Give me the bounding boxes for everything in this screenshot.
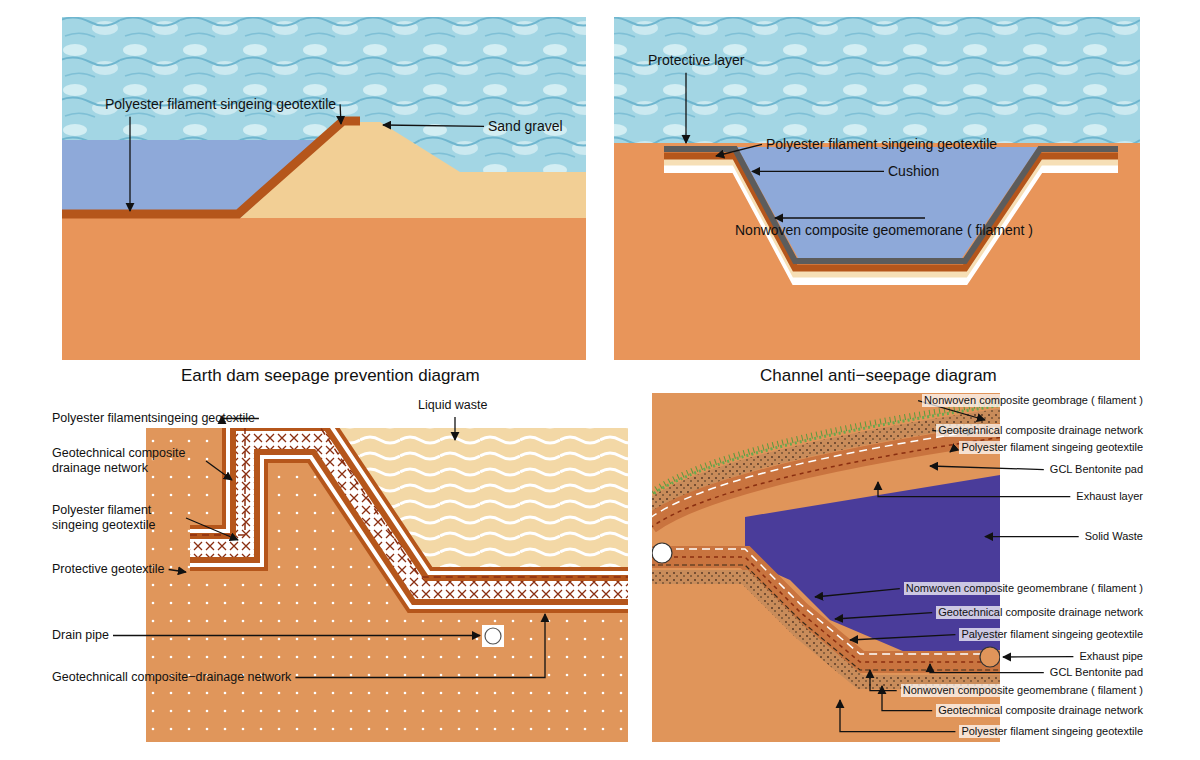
solid-waste <box>745 475 1000 652</box>
drain-pipe-box <box>482 625 504 647</box>
callout-label: Earth dam seepage prevention diagram <box>181 366 480 386</box>
callout-label: Exhaust pipe <box>1077 650 1145 663</box>
leader-line <box>383 125 484 126</box>
callout-label: GCL Bentonite pad <box>1048 463 1145 476</box>
callout-label: Exhaust layer <box>1074 490 1145 503</box>
callout-label: Sand gravel <box>488 118 563 135</box>
leader-line <box>985 536 1079 537</box>
callout-label: GCL Bentonite pad <box>1048 666 1145 679</box>
leader-line <box>752 171 884 172</box>
leader-line <box>113 635 480 636</box>
leader-line <box>930 664 1044 673</box>
ground <box>62 218 586 360</box>
callout-label: Geotechnical composite drainage network <box>936 704 1145 717</box>
leader-line <box>339 104 341 124</box>
leader-line <box>815 589 900 597</box>
dashed-line <box>652 549 1000 654</box>
callout-label: Cushion <box>888 163 939 180</box>
exhaust-pipe <box>980 647 1000 667</box>
callout-label: Nomwoven composite geomembrane ( filamen… <box>904 582 1145 595</box>
cover-layers <box>652 432 1000 524</box>
dashed-line <box>652 426 1000 518</box>
leader-line <box>930 466 1044 470</box>
callout-label: Polyester filament singeing geotextile <box>959 441 1145 454</box>
callout-label: Protective geotextile <box>52 562 165 577</box>
drainage-network <box>652 436 1000 528</box>
callout-label: Geotechnical composite drainage network <box>52 446 202 476</box>
leader-line <box>1003 656 1073 658</box>
geotextile-layer <box>190 440 628 590</box>
callout-label: Protective layer <box>648 52 744 69</box>
callout-label: Nonwoven composite geombrage ( filament … <box>922 394 1145 407</box>
liner-outer <box>190 440 628 590</box>
leader-line <box>835 613 932 619</box>
leader-line <box>169 570 186 573</box>
leader-line <box>950 448 955 452</box>
callout-label: Solid Waste <box>1083 530 1145 543</box>
callout-label: Polyester filament singeing geotextile <box>105 96 336 113</box>
drainage-network <box>190 440 628 590</box>
drain-pipe <box>485 628 501 644</box>
callout-label: Geotechnical composite drainage network <box>936 606 1145 619</box>
callout-label: Nonwoven compoosite geomembrane ( filame… <box>901 684 1145 697</box>
leader-line <box>878 482 1070 497</box>
leader-line <box>775 217 925 218</box>
callout-label: Polyester filament singeing geotextile <box>766 136 997 153</box>
leader-line <box>850 635 955 640</box>
dashed-line <box>190 428 628 577</box>
ground <box>614 143 1140 360</box>
geotextile-layer <box>190 440 628 590</box>
callout-label: Nonwoven composite geomemorane ( filamen… <box>735 222 1033 239</box>
leader-line <box>129 117 130 211</box>
leader-line <box>295 614 545 678</box>
leader-line <box>870 670 897 691</box>
callout-label: Palyester filament singeing geotextile <box>959 628 1145 641</box>
leader-line <box>186 518 238 540</box>
leader-line <box>685 73 686 143</box>
reservoir-water <box>62 140 325 218</box>
callout-label: Polyester filament singeing geotextile <box>52 503 182 533</box>
leader-line <box>454 417 455 440</box>
geotextile-liner <box>62 121 360 214</box>
leader-line <box>206 461 232 480</box>
exhaust-pipe <box>652 543 672 563</box>
callout-label: Geotechnicall composite−drainage network <box>52 670 291 685</box>
callout-label: Channel anti−seepage diagram <box>760 366 997 386</box>
callout-label: Polyester filamentsingeing geotextile <box>52 411 255 426</box>
water-texture <box>614 17 1140 360</box>
callout-label: Geotechnical composite drainage network <box>936 424 1145 437</box>
water-texture <box>62 17 586 360</box>
leader-line <box>716 144 762 156</box>
callout-label: Drain pipe <box>52 628 109 643</box>
protective-layer <box>664 149 1118 261</box>
callout-label: Polyester filament singeing geotextile <box>959 725 1145 738</box>
callout-label: Liquid waste <box>418 398 488 413</box>
